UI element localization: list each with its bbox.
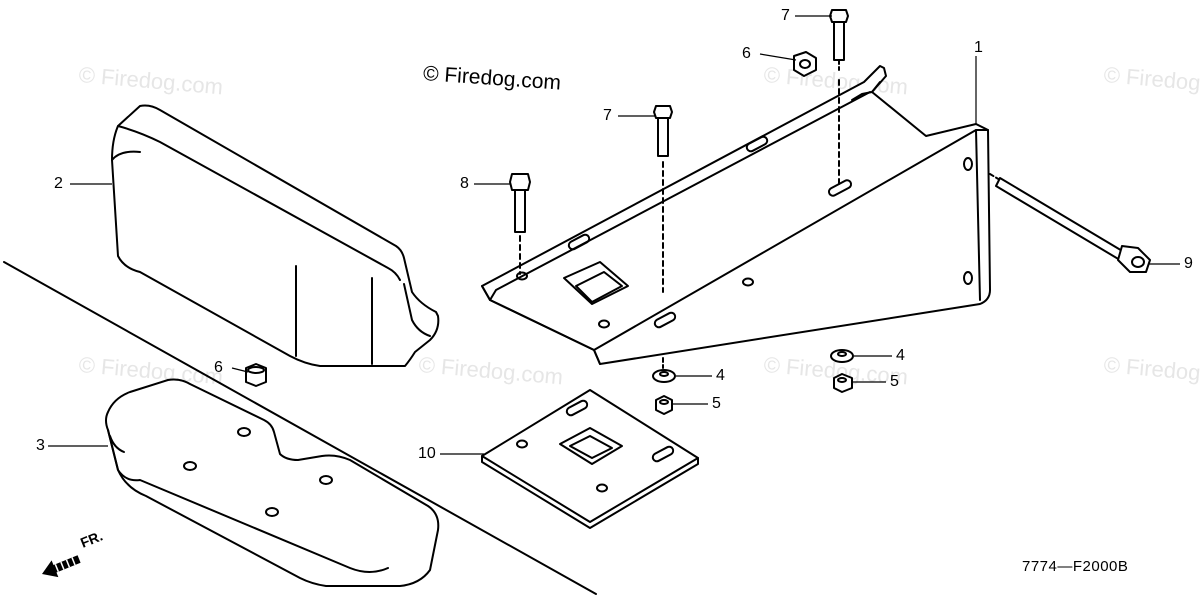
callout-4-left: 4	[716, 367, 725, 384]
part-1-bracket	[481, 65, 991, 365]
nut-6-upper	[793, 51, 817, 77]
callout-7-upper: 7	[781, 7, 790, 24]
callout-7-middle: 7	[603, 107, 612, 124]
callout-4-right: 4	[896, 347, 905, 364]
front-arrow-icon	[42, 555, 81, 578]
figure-code: 7774—F2000B	[1022, 558, 1129, 575]
bolt-7-upper	[829, 9, 849, 71]
callout-9: 9	[1184, 255, 1193, 272]
part-3-pad	[105, 378, 440, 587]
part-2-cover	[111, 104, 440, 367]
washer-4-left	[652, 357, 676, 383]
nut-5-right	[833, 373, 853, 393]
nut-6-lower	[245, 363, 267, 387]
part-10-plate	[481, 389, 699, 529]
bolt-7-middle	[653, 105, 673, 293]
callout-2: 2	[54, 175, 63, 192]
callout-5-right: 5	[890, 373, 899, 390]
callout-5-left: 5	[712, 395, 721, 412]
ground-line	[3, 261, 597, 595]
callout-6-upper: 6	[742, 45, 751, 62]
callout-10: 10	[418, 445, 436, 462]
callout-1: 1	[974, 39, 983, 56]
bolt-8	[509, 173, 531, 275]
callout-3: 3	[36, 437, 45, 454]
nut-5-left	[655, 395, 673, 415]
bolt-9	[989, 173, 1151, 273]
callout-6-lower: 6	[214, 359, 223, 376]
washer-4-right	[830, 349, 854, 363]
callout-8: 8	[460, 175, 469, 192]
